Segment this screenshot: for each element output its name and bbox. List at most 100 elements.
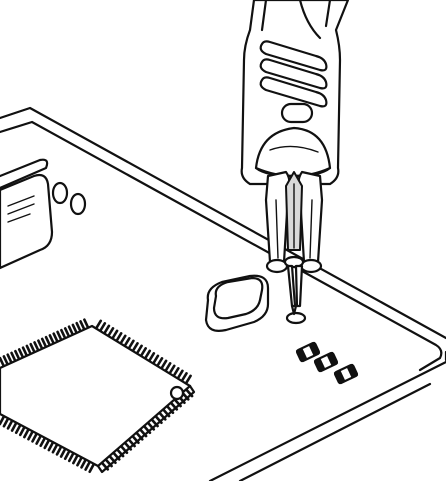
chip-pin (27, 430, 34, 441)
chip-pin (180, 372, 188, 383)
probe-needle-tips (290, 304, 298, 316)
smd-part-3 (333, 363, 359, 385)
chip-pin (71, 323, 78, 335)
chip-pin (75, 321, 82, 333)
board-bottom-edge (208, 360, 446, 481)
chip-pin (14, 349, 21, 361)
chip-pin (172, 367, 180, 378)
chip-pin (25, 344, 32, 356)
chip-pin (79, 320, 86, 331)
chip-pin (80, 458, 88, 469)
chip-pin (115, 332, 123, 343)
chip-pin (123, 337, 131, 348)
chip-pin (151, 354, 160, 365)
chip-pin (119, 334, 127, 345)
rounded-pad (204, 274, 270, 332)
probe-arm-left-inner (275, 199, 279, 259)
chip-pin (35, 434, 43, 445)
probe-tweezers (240, 0, 350, 316)
probe-arm-right-inner (309, 199, 313, 259)
connector-body (0, 173, 54, 270)
chip-pin (0, 414, 6, 426)
chip-pin (139, 347, 147, 358)
mounting-holes (51, 181, 87, 216)
chip-pin (51, 443, 59, 454)
chip-pin (98, 322, 107, 333)
chip-pin (33, 341, 40, 352)
board-inner-edge (0, 120, 443, 372)
side-connector (0, 158, 54, 270)
chip-pin (60, 328, 67, 340)
chip-pin (147, 352, 156, 363)
chip-pin (17, 348, 25, 359)
chip-body (0, 324, 192, 468)
board-bottom-edge-inner (238, 382, 432, 481)
smd-components (295, 341, 359, 385)
chip-pin (43, 438, 51, 450)
chip-pin (102, 324, 111, 335)
chip-pin (48, 334, 55, 345)
chip-pin (94, 319, 103, 330)
chip-pin (88, 462, 96, 474)
probe-handle-right-line (324, 0, 332, 28)
connector-slot-2 (7, 203, 35, 215)
chip-pin (107, 327, 115, 338)
probe-center-cuff (283, 255, 305, 269)
grip-ridge-1 (259, 40, 328, 72)
chip-pin (23, 427, 30, 439)
grip-ridge-3 (259, 76, 328, 108)
chip-pin (10, 421, 18, 432)
chip-pin (2, 355, 9, 366)
oval-hole-1 (51, 181, 69, 205)
chip-pin (176, 369, 184, 380)
chip-body-edge (96, 384, 196, 474)
probe-handle-mid-line (298, 0, 322, 40)
chip-pin (55, 445, 63, 456)
chip-pin (14, 423, 22, 435)
grip-ridge-2 (259, 58, 328, 90)
probe-needle-left (286, 264, 297, 308)
chip-pin (31, 432, 39, 443)
connector-top-rail (0, 158, 49, 190)
chip-pin (56, 330, 63, 342)
chip-pin (127, 339, 135, 350)
chip-pin (39, 436, 47, 448)
probe-button-slot (280, 102, 314, 124)
smd-part-2 (313, 351, 339, 373)
chip-pin (47, 440, 55, 452)
chip-pin (168, 364, 176, 375)
chip-pin (40, 337, 48, 349)
chip-pin (135, 344, 143, 355)
chip-pin (37, 339, 44, 351)
chip-pins-bottom-left (0, 414, 96, 474)
chip-pin (63, 449, 71, 461)
chip-pin (84, 460, 92, 471)
chip-pin (63, 327, 71, 338)
probe-needle-right (294, 264, 304, 308)
chip-pin (67, 451, 75, 463)
chip-pin (76, 456, 83, 467)
chip-pin (131, 342, 139, 353)
chip-pin (21, 346, 29, 358)
chip-pin (83, 318, 90, 330)
chip-pin (184, 374, 192, 385)
chip-pin (67, 325, 75, 337)
chip-pin (160, 359, 168, 370)
chip-pin (156, 357, 164, 368)
grip-ridges (259, 40, 328, 108)
qfp-chip (0, 318, 196, 474)
chip-pin (59, 447, 67, 458)
chip-pin (6, 419, 14, 430)
probe-collar-highlight (269, 145, 319, 153)
chip-pin (0, 356, 6, 368)
connector-slot-3 (7, 213, 31, 223)
chip-pin (2, 417, 10, 428)
chip-pin (52, 332, 59, 344)
connector-slot-1 (7, 195, 35, 207)
probe-handle-left-line (260, 0, 268, 32)
chip-pin (18, 425, 26, 437)
chip-pin (164, 362, 172, 373)
chip-pin (111, 329, 119, 340)
